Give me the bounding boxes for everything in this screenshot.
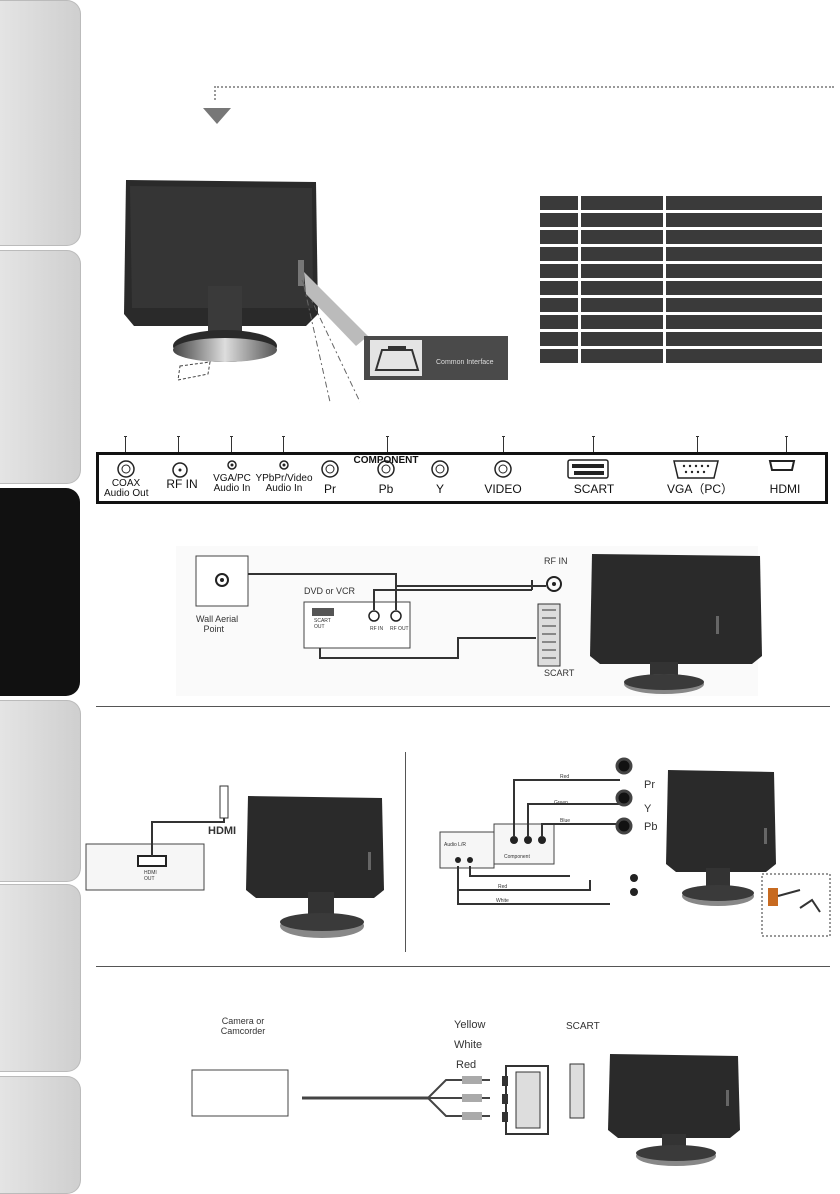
triangle-down-icon [203, 108, 231, 124]
component-label: COMPONENT [353, 455, 419, 466]
yellow-cable-label: Yellow [454, 1019, 486, 1031]
callout-tick [696, 436, 699, 452]
camera-diagram-drawing [191, 1054, 740, 1152]
callout-tick [386, 436, 389, 452]
header-dotted-connector [214, 86, 216, 100]
table-row [540, 230, 822, 244]
dvd-vcr-label: DVD or VCR [304, 586, 356, 596]
scart-callout: SCART [544, 668, 575, 678]
y-callout: Y [644, 803, 652, 815]
aerial-diagram-drawing [195, 554, 762, 694]
rf-in-label: RF IN [166, 477, 198, 491]
callout-tick [230, 436, 233, 452]
pr-callout: Pr [644, 779, 655, 791]
tv-rear-illustration: Common Interface [124, 180, 508, 403]
side-tab-6[interactable] [0, 1076, 81, 1194]
table-row [540, 298, 822, 312]
connector-icons [117, 459, 796, 479]
rf-in-callout: RF IN [544, 556, 568, 566]
callout-tick [785, 436, 788, 452]
vertical-divider [405, 752, 406, 952]
table-row [540, 315, 822, 329]
component-diagram-drawing [439, 757, 831, 937]
table-row [540, 213, 822, 227]
hdmi-label: HDMI [769, 482, 801, 496]
table-row [540, 264, 822, 278]
callout-tick [282, 436, 285, 452]
red-cable-label: Red [456, 1059, 477, 1071]
header-dotted-line [214, 86, 834, 88]
wall-aerial-point-label: Wall Aerial Point [196, 614, 239, 634]
white-audio-label: White [496, 898, 509, 904]
callout-tick [177, 436, 180, 452]
scart-label: SCART [573, 482, 615, 496]
common-interface-label: Common Interface [436, 359, 494, 366]
vga-pc-label: VGA（PC） [666, 482, 733, 496]
pr-label: Pr [324, 482, 336, 496]
blue-cable-label: Blue [560, 818, 571, 824]
camera-monitor-stand [636, 1145, 716, 1166]
side-tab-5[interactable] [0, 884, 81, 1072]
table-row [540, 281, 822, 295]
side-tab-2[interactable] [0, 250, 81, 484]
side-tab-3-active[interactable] [0, 488, 80, 696]
spec-table [540, 193, 822, 366]
callout-tick [124, 436, 127, 452]
side-tab-1[interactable] [0, 0, 81, 246]
video-label: VIDEO [484, 482, 522, 496]
y-label: Y [435, 482, 444, 496]
red-cable-label: Red [560, 774, 570, 780]
table-row [540, 247, 822, 261]
rf-in-small-label: RF IN [370, 626, 384, 632]
table-row [540, 332, 822, 346]
component-out-label: Component [504, 854, 530, 860]
table-row [540, 349, 822, 363]
audio-lr-label: Audio L/R [444, 842, 466, 848]
hdmi-callout: HDMI [208, 825, 237, 837]
side-tab-4[interactable] [0, 700, 81, 882]
section-divider [96, 966, 830, 967]
callout-tick [592, 436, 595, 452]
green-cable-label: Green [554, 800, 568, 806]
pb-label: Pb [378, 482, 394, 496]
pb-callout: Pb [644, 821, 658, 833]
white-cable-label: White [454, 1039, 483, 1051]
rf-out-small-label: RF OUT [390, 626, 409, 632]
callout-tick [502, 436, 505, 452]
hdmi-diagram-drawing [85, 785, 384, 938]
section-divider [96, 706, 830, 707]
table-row [540, 196, 822, 210]
scart-callout: SCART [566, 1021, 600, 1032]
red-audio-label: Red [498, 884, 508, 890]
